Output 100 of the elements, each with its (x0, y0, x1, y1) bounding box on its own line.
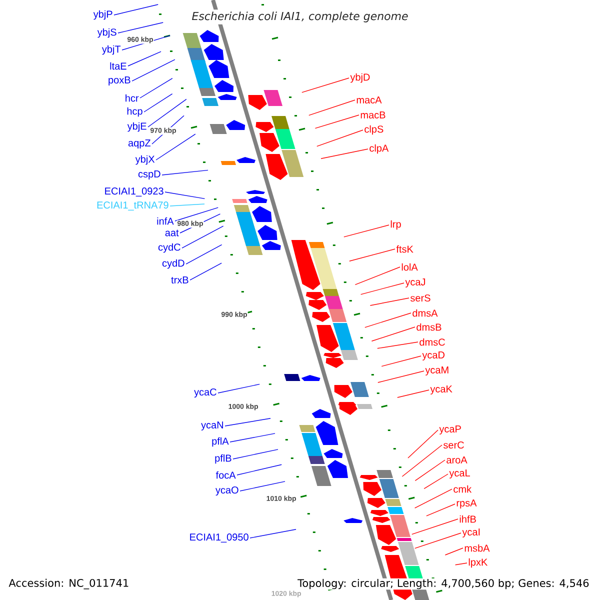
leader-line (408, 430, 438, 458)
gene-label: ihfB (460, 515, 476, 523)
gene-label: ycaM (425, 366, 448, 376)
gene-label: pflA (212, 437, 229, 447)
footer-text: Topology: circular; Length: 4,700,560 bp; Genes: 4,546 (297, 578, 590, 590)
gene-label: cydC (158, 243, 180, 253)
gene-label: ftsK (396, 245, 414, 253)
gene-label: cmk (454, 485, 472, 493)
gene-label: aroA (446, 456, 468, 464)
gene-label: poxB (108, 76, 130, 86)
leader-line (314, 114, 360, 129)
leader-line (414, 488, 452, 508)
leader-line (414, 532, 462, 549)
gene-label: dmsB (416, 323, 442, 331)
gene-label: ltaE (110, 62, 126, 70)
gene-label: ybjT (102, 45, 121, 55)
gene-label: lpxK (468, 558, 488, 568)
leader-line (381, 356, 422, 367)
gene-label: serC (443, 441, 464, 449)
gene-label: infA (157, 217, 174, 225)
leader-line (190, 262, 222, 280)
leader-line (344, 224, 390, 238)
leader-line (454, 562, 468, 566)
leader-line (148, 98, 187, 128)
leader-line (218, 384, 260, 394)
gene-label: trxB (171, 276, 188, 284)
gene-label: ycaK (430, 386, 452, 394)
footer-text: Accession: NC_011741 (8, 578, 130, 590)
title: Escherichia coli IAI1, complete genome (190, 10, 410, 24)
leader-line (320, 148, 368, 159)
leader-line (128, 51, 162, 66)
leader-line (444, 548, 464, 556)
gene-label: hcr (126, 94, 139, 102)
gene-label: dmsC (420, 338, 445, 346)
gene-label: serS (410, 294, 430, 302)
gene-label: clpS (364, 125, 384, 135)
gene-label: lolA (402, 263, 418, 271)
leader-line (236, 464, 282, 476)
leader-line (426, 504, 456, 516)
leader-line (424, 474, 448, 490)
leader-line (114, 4, 158, 16)
gene-label: ECIAI1_tRNA79 (97, 202, 168, 210)
leader-line (371, 326, 416, 342)
gene-label: ECIAI1_0923 (105, 188, 164, 196)
leader-line (240, 481, 286, 492)
leader-line (140, 78, 173, 98)
leader-line (302, 78, 350, 93)
gene-label: ycaD (422, 352, 444, 360)
gene-label: ECIAI1_0950 (190, 534, 248, 542)
gene-label: cydD (162, 259, 184, 269)
gene-label: hcp (127, 107, 142, 117)
leader-line (182, 226, 224, 248)
gene-label: ycaC (194, 388, 216, 398)
gene-label: macB (360, 112, 386, 118)
gene-label: cspD (138, 170, 160, 180)
gene-label: aat (165, 230, 179, 236)
gene-label: pflB (215, 454, 232, 464)
gene-label: ycaO (216, 486, 238, 496)
leader-line (360, 282, 404, 295)
gene-label: dmsA (412, 309, 438, 317)
gene-label: ybjE (127, 122, 146, 132)
leader-line (378, 370, 424, 383)
gene-label: ycaI (462, 528, 480, 538)
leader-line (170, 204, 205, 206)
leader-line (132, 59, 176, 82)
leader-line (364, 312, 412, 328)
gene-label: msbA (464, 544, 490, 552)
leader-line (156, 134, 196, 160)
leader-line (230, 433, 276, 442)
leader-line (118, 22, 164, 34)
gene-label: lrp (390, 220, 401, 230)
gene-label: ybjS (97, 28, 116, 38)
gene-label: ybjP (93, 10, 112, 20)
leader-line (232, 449, 278, 460)
gene-label: aqpZ (128, 140, 150, 148)
leader-line (186, 244, 222, 264)
leader-line (162, 170, 208, 176)
leader-line (377, 342, 418, 349)
leader-line (316, 130, 364, 147)
leader-line (164, 192, 206, 200)
leader-line (354, 266, 400, 286)
gene-label: ycaP (439, 426, 461, 434)
leader-line (414, 460, 446, 482)
leader-line (412, 518, 458, 535)
gene-label: ybjD (350, 73, 370, 83)
gene-label: focA (216, 471, 236, 479)
leader-line (224, 418, 271, 426)
leader-line (349, 248, 396, 262)
gene-label: clpA (370, 144, 389, 154)
gene-label: macA (356, 96, 382, 104)
leader-line (250, 529, 296, 538)
gene-label: rpsA (456, 500, 477, 508)
leader-line (174, 207, 218, 222)
leader-line (397, 390, 430, 398)
leader-line (144, 93, 173, 112)
leader-line (402, 444, 442, 477)
leader-line (370, 298, 410, 306)
leader-line (308, 100, 356, 116)
gene-label: ycaJ (405, 278, 426, 288)
gene-label: ycaL (449, 470, 470, 478)
